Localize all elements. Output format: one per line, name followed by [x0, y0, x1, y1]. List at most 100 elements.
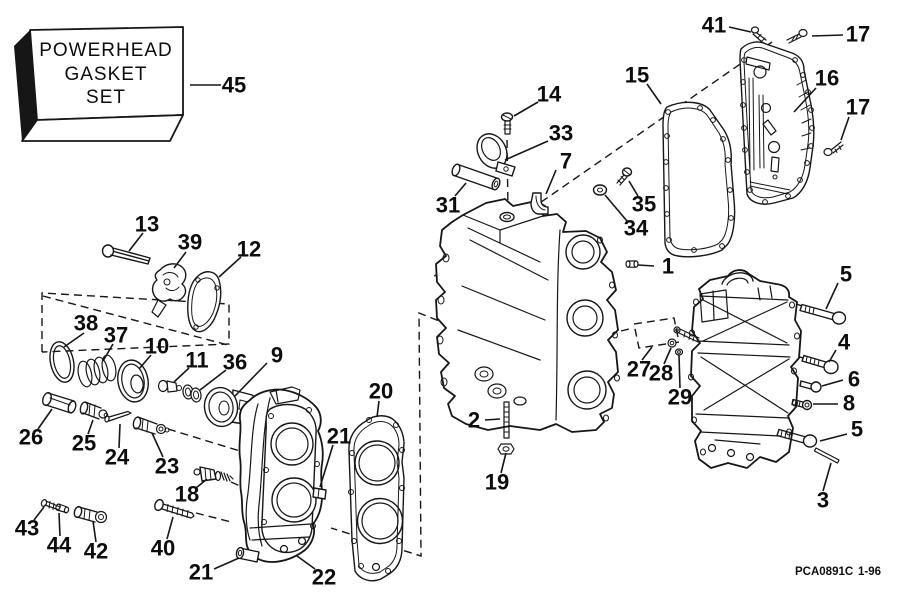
- callout-number-26: 26: [19, 425, 43, 450]
- bolt-5-lower: [776, 428, 818, 448]
- callout-number-1: 1: [662, 254, 674, 279]
- callout-leader-14: [513, 101, 539, 117]
- pin-1: [625, 260, 639, 268]
- callout-leader-25: [87, 419, 94, 435]
- callout-number-17: 17: [846, 95, 870, 120]
- bolt-6: [799, 380, 822, 393]
- callout-number-42: 42: [84, 539, 108, 564]
- callout-leader-1: [637, 264, 655, 267]
- cylinder-block: [435, 198, 620, 433]
- callout-number-17: 17: [846, 22, 870, 47]
- plug-23: [132, 416, 170, 435]
- callout-leader-10: [138, 354, 152, 370]
- callout-leader-34: [604, 194, 628, 222]
- callout-number-27: 27: [627, 357, 651, 382]
- callout-number-14: 14: [537, 82, 562, 107]
- callout-number-20: 20: [369, 379, 393, 404]
- spark-plug-18: [193, 466, 234, 482]
- pin-31: [451, 163, 501, 191]
- callout-number-31: 31: [436, 193, 460, 218]
- plug-25: [79, 401, 109, 420]
- callout-number-13: 13: [135, 212, 159, 237]
- callout-leader-37: [102, 343, 114, 362]
- callout-number-23: 23: [155, 454, 179, 479]
- bolt-5-upper: [799, 303, 847, 325]
- footer-date-code: 1-96: [858, 566, 881, 578]
- callout-leader-26: [37, 408, 53, 430]
- callout-leader-4: [828, 349, 837, 363]
- retainer-33: [476, 133, 516, 177]
- callout-number-5: 5: [851, 417, 863, 442]
- callout-number-21: 21: [327, 424, 351, 449]
- callout-number-18: 18: [175, 482, 199, 507]
- exhaust-plate-16: [739, 41, 815, 205]
- bolt-4: [801, 354, 839, 375]
- bolt-13: [101, 244, 151, 265]
- housing-39: [151, 263, 187, 318]
- callout-leader-13: [128, 232, 144, 252]
- callout-number-12: 12: [237, 237, 261, 262]
- callout-leader-5: [825, 282, 839, 310]
- callout-number-43: 43: [15, 516, 39, 541]
- callout-number-24: 24: [105, 445, 130, 470]
- callout-number-9: 9: [271, 343, 283, 368]
- callout-leader-38: [63, 332, 85, 348]
- callout-number-37: 37: [104, 323, 128, 348]
- screw-17-lower: [823, 141, 844, 157]
- screw-14: [500, 112, 514, 135]
- callout-leader-42: [92, 520, 97, 543]
- callout-leader-44: [58, 512, 61, 537]
- exhaust-gasket-15: [662, 101, 736, 258]
- o-ring-38: [49, 341, 75, 383]
- callout-leader-43: [33, 506, 45, 521]
- callout-number-21: 21: [189, 560, 213, 585]
- callout-number-10: 10: [145, 334, 169, 359]
- callout-leader-21: [213, 557, 240, 570]
- callout-number-22: 22: [312, 565, 336, 590]
- callout-number-45: 45: [222, 73, 246, 98]
- callout-leader-36: [199, 369, 227, 391]
- callout-number-2: 2: [468, 408, 480, 433]
- callout-number-38: 38: [74, 311, 98, 336]
- gasket-12: [187, 271, 222, 333]
- callout-leader-9: [234, 362, 268, 397]
- callout-number-15: 15: [625, 63, 649, 88]
- stud-2: [503, 401, 510, 439]
- callout-number-41: 41: [702, 13, 726, 38]
- callout-leader-35: [628, 180, 639, 197]
- callout-leader-3: [822, 462, 832, 492]
- callout-leader-21: [319, 444, 334, 488]
- callout-leader-27: [641, 346, 653, 361]
- callout-leader-16: [793, 87, 817, 113]
- nut-28: [667, 338, 677, 348]
- callout-number-33: 33: [549, 121, 573, 146]
- callout-leader-5: [819, 433, 848, 442]
- callout-number-19: 19: [485, 470, 509, 495]
- callout-leader-20: [376, 400, 380, 418]
- screw-40: [154, 498, 195, 519]
- spring-37: [77, 354, 117, 388]
- callout-leader-19: [500, 452, 507, 474]
- fitting-21-lower: [235, 546, 260, 563]
- callout-number-44: 44: [47, 533, 72, 558]
- callout-leader-17: [811, 34, 844, 37]
- callout-leader-24: [118, 423, 121, 449]
- callout-leader-6: [821, 379, 844, 387]
- callout-number-3: 3: [817, 488, 829, 513]
- gasket-box-line1: POWERHEAD: [39, 40, 173, 61]
- plug-42: [73, 505, 108, 524]
- seal-36: [182, 384, 202, 403]
- gasket-box-line3: SET: [86, 87, 126, 108]
- head-gasket-20: [348, 415, 405, 582]
- callout-number-35: 35: [632, 192, 656, 217]
- callout-number-16: 16: [815, 66, 839, 91]
- pin-24: [104, 410, 132, 423]
- callout-leader-40: [166, 516, 174, 540]
- footer-part-code: PCA0891C: [795, 566, 853, 578]
- callout-number-34: 34: [624, 216, 649, 241]
- valve-11: [157, 379, 182, 393]
- callout-leader-31: [454, 182, 467, 197]
- thermostat-10: [117, 359, 149, 403]
